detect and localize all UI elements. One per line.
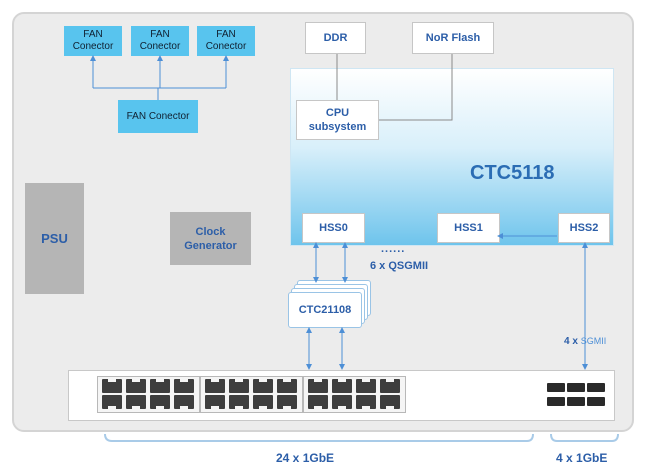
phy-chip-name: CTC21108: [298, 304, 352, 316]
sfp-port: [587, 397, 605, 406]
rj45-port: [102, 395, 122, 410]
sgmii-type: SGMII: [580, 336, 607, 346]
rj45-port: [126, 395, 146, 410]
rj45-port: [277, 395, 297, 410]
fan-connector-3: FAN Conector: [197, 26, 255, 56]
rj45-port: [308, 378, 328, 393]
rj45-port: [356, 395, 376, 410]
sgmii-label: 4 x SGMII: [564, 336, 606, 347]
rj45-port: [356, 378, 376, 393]
rj45-port: [332, 395, 352, 410]
rj45-port: [380, 378, 400, 393]
rj45-port: [229, 395, 249, 410]
rj45-port: [150, 395, 170, 410]
rj45-port: [205, 378, 225, 393]
psu-block: PSU: [25, 183, 84, 294]
rj45-port: [253, 395, 273, 410]
sfp-port: [567, 383, 585, 392]
hss2-box: HSS2: [558, 213, 610, 243]
rj45-port: [277, 378, 297, 393]
chip-name: CTC5118: [470, 162, 555, 184]
sgmii-count: 4 x: [564, 336, 581, 347]
rj45-count-label: 24 x 1GbE: [276, 451, 335, 465]
sfp-port: [587, 383, 605, 392]
rj45-port: [174, 395, 194, 410]
nor-flash-box: NoR Flash: [412, 22, 494, 54]
hss-wires: [306, 233, 588, 370]
ddr-box: DDR: [305, 22, 366, 54]
rj45-port: [150, 378, 170, 393]
sfp-count-label: 4 x 1GbE: [556, 451, 608, 465]
clock-generator-block: Clock Generator: [170, 212, 251, 265]
hss1-box: HSS1: [437, 213, 500, 243]
rj45-port: [308, 395, 328, 410]
phy-card-front: CTC21108: [288, 292, 362, 328]
sfp-port: [547, 383, 565, 392]
rj45-port: [126, 378, 146, 393]
rj45-port: [205, 395, 225, 410]
cpu-subsystem-box: CPU subsystem: [296, 100, 379, 140]
rj45-port: [229, 378, 249, 393]
hss0-box: HSS0: [302, 213, 365, 243]
fan-connector-1: FAN Conector: [64, 26, 122, 56]
rj45-port: [174, 378, 194, 393]
port-brackets: [104, 433, 619, 442]
rj45-port: [102, 378, 122, 393]
rj45-port: [253, 378, 273, 393]
qsgmii-label: 6 x QSGMII: [370, 260, 429, 272]
fan-connector-2: FAN Conector: [131, 26, 189, 56]
sfp-port: [547, 397, 565, 406]
fan-wires: [90, 55, 229, 100]
rj45-port: [380, 395, 400, 410]
memory-wires: [336, 54, 453, 121]
fan-connector-hub: FAN Conector: [118, 100, 198, 133]
link-dots: ......: [381, 243, 406, 255]
sfp-port: [567, 397, 585, 406]
rj45-port: [332, 378, 352, 393]
